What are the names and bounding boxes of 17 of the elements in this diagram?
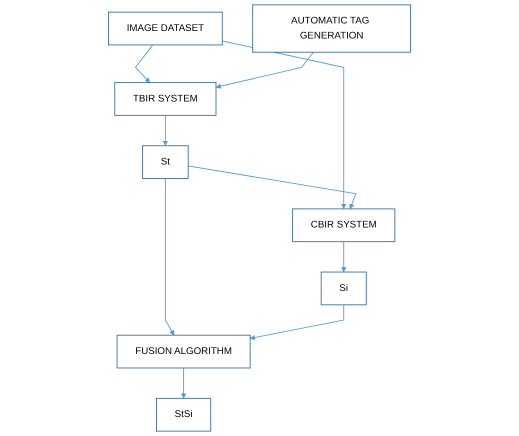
arrow [341, 241, 346, 272]
arrow [216, 52, 314, 89]
arrow [188, 165, 356, 210]
arrow [134, 44, 154, 83]
node-box: Si [320, 272, 367, 306]
node-box: StSi [156, 398, 212, 432]
node-box: AUTOMATIC TAG GENERATION [252, 4, 411, 53]
node-box: CBIR SYSTEM [292, 208, 396, 242]
node-box: TBIR SYSTEM [114, 82, 216, 116]
arrow [250, 304, 344, 340]
arrow [164, 178, 174, 336]
arrow [180, 368, 186, 399]
arrow [162, 114, 168, 146]
arrow [222, 40, 346, 210]
node-box: FUSION ALGORITHM [116, 334, 251, 368]
node-box: IMAGE DATASET [108, 12, 223, 46]
node-box: St [142, 145, 189, 179]
